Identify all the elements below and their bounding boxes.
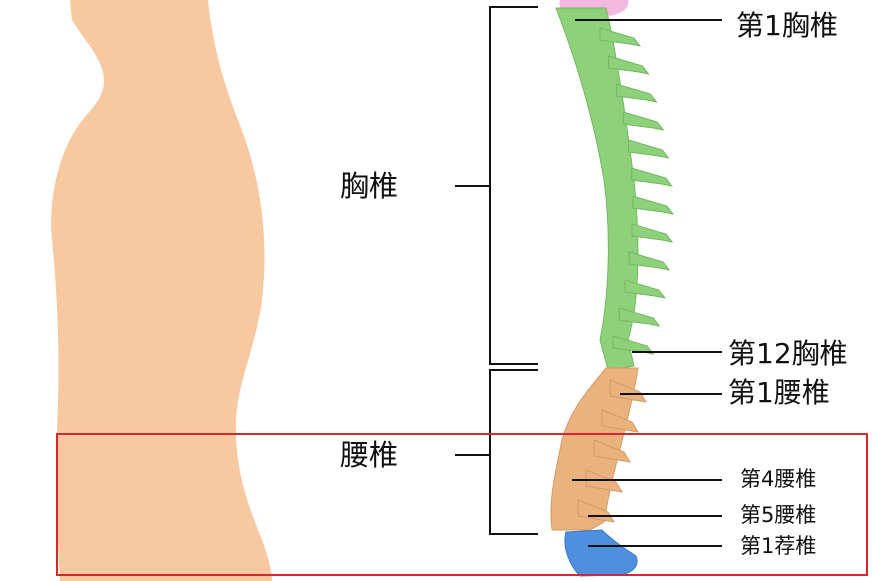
t12-label: 第12胸椎 bbox=[728, 337, 848, 370]
lumbar-vertebrae bbox=[550, 367, 647, 531]
thoracic-spinous-process bbox=[599, 27, 642, 47]
t1-label: 第1胸椎 bbox=[736, 9, 838, 42]
thoracic-spinous-process bbox=[632, 195, 675, 215]
thoracic-spinous-process bbox=[608, 55, 650, 75]
l5-label: 第5腰椎 bbox=[740, 503, 817, 527]
thoracic-spinous-process bbox=[628, 251, 671, 271]
l1-label: 第1腰椎 bbox=[728, 376, 830, 409]
lumbar-spinous-process bbox=[609, 379, 647, 403]
thoracic-spinous-process bbox=[631, 167, 673, 187]
sacrum bbox=[564, 529, 638, 577]
thoracic-spinous-process bbox=[622, 111, 665, 131]
lumbar-spinous-process bbox=[601, 409, 639, 433]
thoracic-spinous-process bbox=[624, 279, 667, 299]
thoracic-group-label: 胸椎 bbox=[340, 169, 399, 203]
lumbar-group-label: 腰椎 bbox=[340, 438, 399, 472]
lumbar-bracket bbox=[455, 369, 538, 535]
thoracic-bracket bbox=[455, 6, 538, 365]
thoracic-spinous-process bbox=[627, 139, 670, 159]
thoracic-spinous-process bbox=[618, 307, 661, 327]
l4-label: 第4腰椎 bbox=[740, 467, 817, 491]
s1-label: 第1荐椎 bbox=[740, 534, 817, 558]
thoracic-vertebrae bbox=[555, 7, 675, 371]
thoracic-spinous-process bbox=[631, 223, 674, 243]
lumbar-spinous-process bbox=[593, 439, 631, 463]
thoracic-spinous-process bbox=[615, 83, 658, 103]
body-silhouette bbox=[51, 0, 272, 581]
highlight-box bbox=[56, 433, 868, 576]
